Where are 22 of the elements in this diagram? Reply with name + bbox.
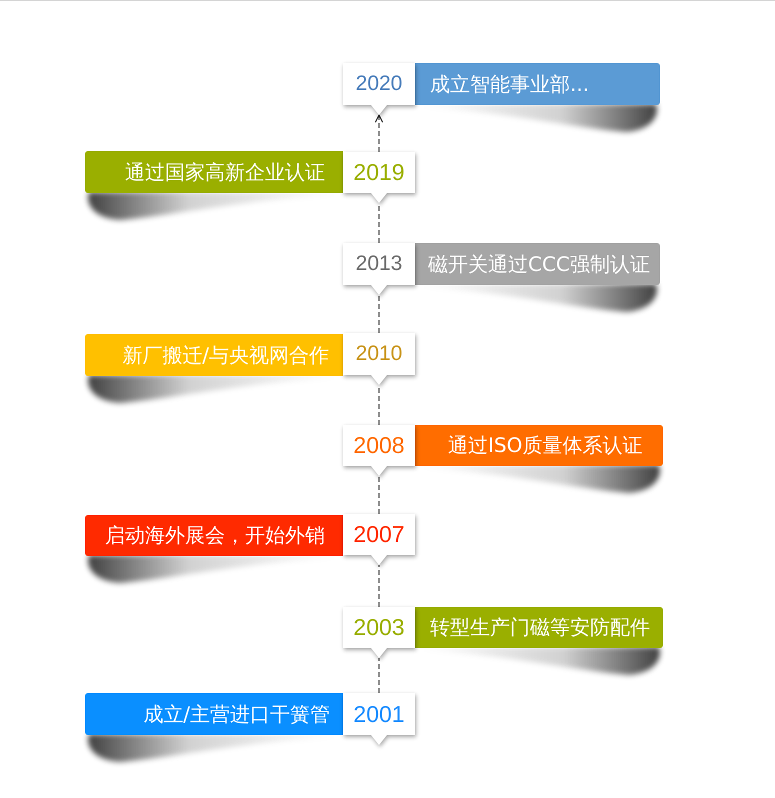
year-label: 2007 — [343, 514, 415, 565]
connector-line — [378, 658, 380, 693]
year-label: 2010 — [343, 333, 415, 385]
arrow — [374, 114, 384, 152]
event-bar: 新厂搬迁/与央视网合作 — [85, 334, 343, 376]
event-bar: 通过ISO质量体系认证 — [415, 425, 663, 466]
event-bar: 磁开关通过CCC强制认证 — [415, 243, 660, 285]
year-label: 2019 — [343, 152, 415, 203]
connector-line — [378, 565, 380, 607]
event-bar: 转型生产门磁等安防配件 — [415, 607, 663, 648]
connector-line — [378, 203, 380, 243]
event-bar: 成立智能事业部... — [415, 63, 660, 105]
event-bar: 启动海外展会，开始外销 — [85, 515, 343, 556]
event-bar: 通过国家高新企业认证 — [85, 151, 343, 193]
event-bar: 成立/主营进口干簧管 — [85, 693, 343, 735]
year-label: 2008 — [343, 425, 415, 476]
year-label: 2003 — [343, 607, 415, 658]
year-label: 2001 — [343, 693, 415, 745]
connector-line — [378, 476, 380, 514]
year-label: 2013 — [343, 243, 415, 295]
connector-line — [378, 385, 380, 425]
connector-line — [378, 295, 380, 333]
